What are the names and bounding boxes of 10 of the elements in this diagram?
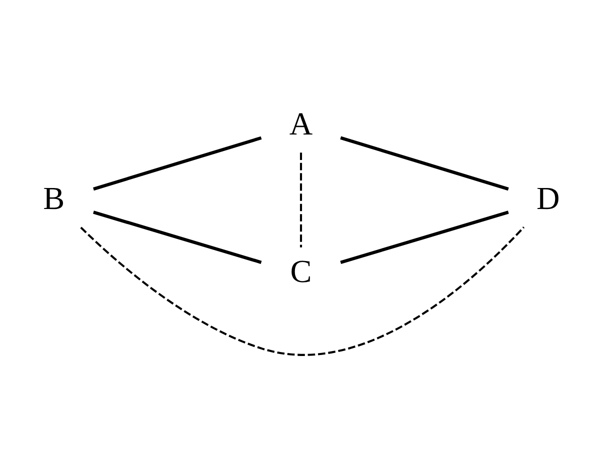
- connector: [93, 136, 262, 190]
- connector: [340, 136, 509, 190]
- connector: [80, 226, 525, 356]
- connector: [340, 210, 509, 264]
- node-text: C: [290, 252, 312, 289]
- node-text: A: [289, 104, 313, 141]
- node-text: B: [43, 179, 65, 216]
- node-text: D: [536, 179, 560, 216]
- connector: [300, 152, 302, 247]
- connector: [93, 210, 262, 264]
